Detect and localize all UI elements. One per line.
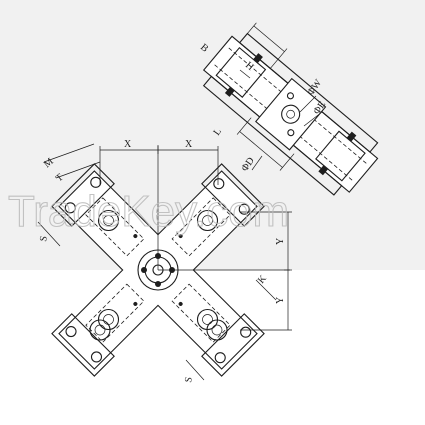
screw-dot (178, 234, 183, 239)
arm-slot-bottom (85, 283, 145, 343)
label-l: L (211, 126, 224, 137)
screw-dot (133, 301, 138, 306)
dimension-l-ext (236, 117, 252, 135)
dimension-m-line (43, 143, 95, 163)
arm-boss (196, 308, 219, 331)
side-view-hidden-line (228, 47, 367, 164)
watermark-text: TradeKey.com (8, 187, 289, 236)
side-view-slot (224, 86, 235, 97)
front-view (37, 143, 292, 381)
side-view-slot (318, 165, 329, 176)
arm-plate-bottom (51, 313, 115, 377)
side-view-pin (287, 129, 295, 137)
arm-boss-inner (202, 215, 213, 226)
label-y-upper: Y (275, 238, 286, 245)
arm-boss (97, 308, 120, 331)
side-view-slot (346, 131, 357, 142)
dimension-s-line (37, 221, 61, 247)
arm-hole (90, 351, 103, 363)
side-view-left-jaw (215, 46, 267, 98)
label-x-right: X (185, 139, 193, 150)
arm-plate-left (51, 163, 115, 227)
leader-h (239, 69, 251, 79)
arm-hole (238, 203, 250, 215)
arm-hole (64, 202, 76, 214)
center-hub-bolt (141, 267, 147, 273)
dimension-l-line (239, 131, 283, 168)
label-t: T (54, 172, 66, 184)
screw-dot (133, 234, 138, 239)
arm-plate-right (201, 313, 265, 377)
arm-hole (65, 325, 77, 338)
screw-dot (178, 301, 183, 306)
side-view-right-jaw (315, 130, 366, 182)
leader-phi-e (303, 111, 323, 127)
side-view-slot (253, 53, 263, 64)
label-y-lower: Y (275, 297, 286, 304)
arm-slot-left (85, 197, 145, 257)
dimension-t-line (55, 161, 101, 179)
side-view: B H ΦW ΦE ΦD L (198, 22, 379, 196)
leader-phi-w (299, 95, 317, 113)
corner-boss-inner (211, 324, 223, 336)
arm-hole (214, 352, 226, 364)
corner-boss (206, 319, 228, 341)
side-view-bore-inner (286, 109, 295, 119)
side-view-pin (286, 92, 294, 100)
arm-slot-right (171, 283, 231, 343)
corner-boss (89, 319, 111, 341)
dimension-l-ext (279, 153, 295, 171)
side-view-hub (255, 77, 327, 151)
arm-hole (240, 326, 252, 338)
arm-hole (90, 176, 102, 188)
side-view-hidden-line (214, 64, 353, 181)
label-x-left: X (124, 139, 132, 150)
arm-boss-inner (202, 314, 213, 325)
leader-phi-d (251, 155, 263, 171)
arm-hole (213, 178, 225, 190)
dimension-s-line (185, 359, 205, 381)
side-view-bore (281, 104, 301, 124)
dimension-b-line (253, 25, 285, 52)
dimension-b-ext (247, 22, 257, 34)
dimension-k-line (255, 279, 277, 301)
label-s-upper: S (38, 235, 50, 242)
arm-boss (196, 209, 219, 232)
label-s-lower: S (183, 376, 195, 383)
dimension-b-ext (270, 48, 288, 69)
arm-slot-top (171, 197, 231, 257)
arm-boss-inner (103, 215, 114, 226)
center-hub-bolt (155, 281, 161, 287)
arm-boss-inner (103, 314, 114, 325)
arm-plate-top (201, 163, 265, 227)
corner-boss-inner (94, 324, 106, 336)
arm-boss (97, 209, 120, 232)
